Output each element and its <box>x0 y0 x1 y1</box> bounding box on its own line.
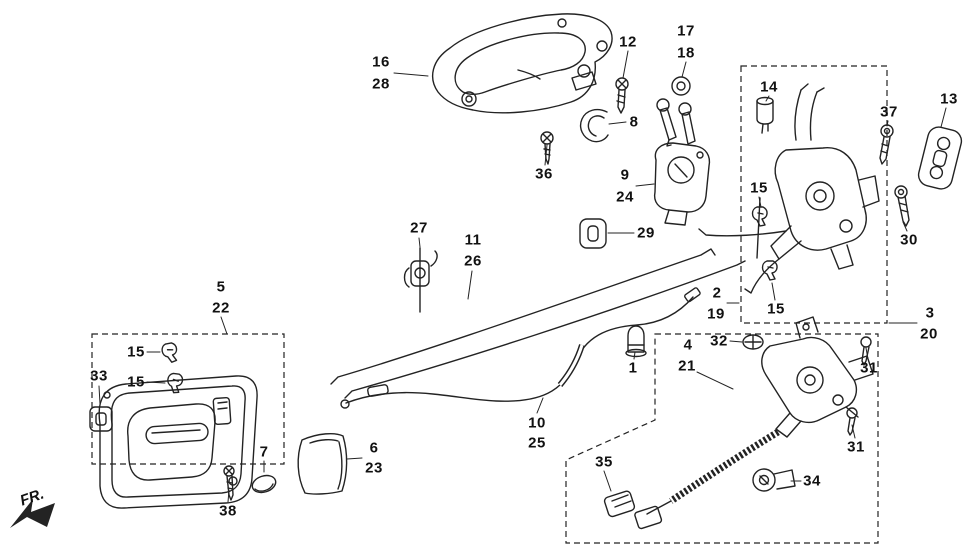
bolt-37 <box>879 124 894 165</box>
fr-direction-arrow <box>10 499 55 528</box>
clip-8 <box>579 108 609 143</box>
connector-35 <box>603 490 636 518</box>
cap-7 <box>251 474 277 494</box>
screw-38 <box>223 465 235 501</box>
outer-door-handle <box>431 13 613 114</box>
front-lock-assembly-box <box>740 65 888 324</box>
part-14 <box>756 96 774 134</box>
rear-door-lock <box>603 316 874 530</box>
inner-handle-assembly-box <box>91 333 285 465</box>
bolt-30 <box>894 185 910 227</box>
key-cylinder-and-keys <box>656 76 696 147</box>
grommet-29 <box>579 218 607 249</box>
clip-32 <box>742 334 764 350</box>
inner-door-handle <box>98 375 258 509</box>
door-lock-cylinder <box>653 142 711 226</box>
assembly-boxes <box>91 65 888 544</box>
clip-15-c <box>160 341 180 365</box>
key-cylinder-34 <box>752 468 776 492</box>
lock-rods <box>330 248 746 399</box>
rear-lock-assembly-box <box>565 333 879 544</box>
handle-cover <box>297 432 348 495</box>
grommet-33 <box>89 406 113 432</box>
screw-36 <box>540 131 554 165</box>
screw-31-upper <box>860 336 872 348</box>
handle-cable <box>340 287 701 409</box>
front-door-lock-actuator <box>698 83 880 294</box>
clip-15-b <box>761 260 778 281</box>
lock-knob-1 <box>625 325 647 358</box>
leader-lines <box>98 50 947 503</box>
striker-13 <box>917 126 963 190</box>
screw-12 <box>615 77 629 114</box>
rod-joint-27 <box>403 247 438 313</box>
screw-31-lower <box>846 407 858 419</box>
